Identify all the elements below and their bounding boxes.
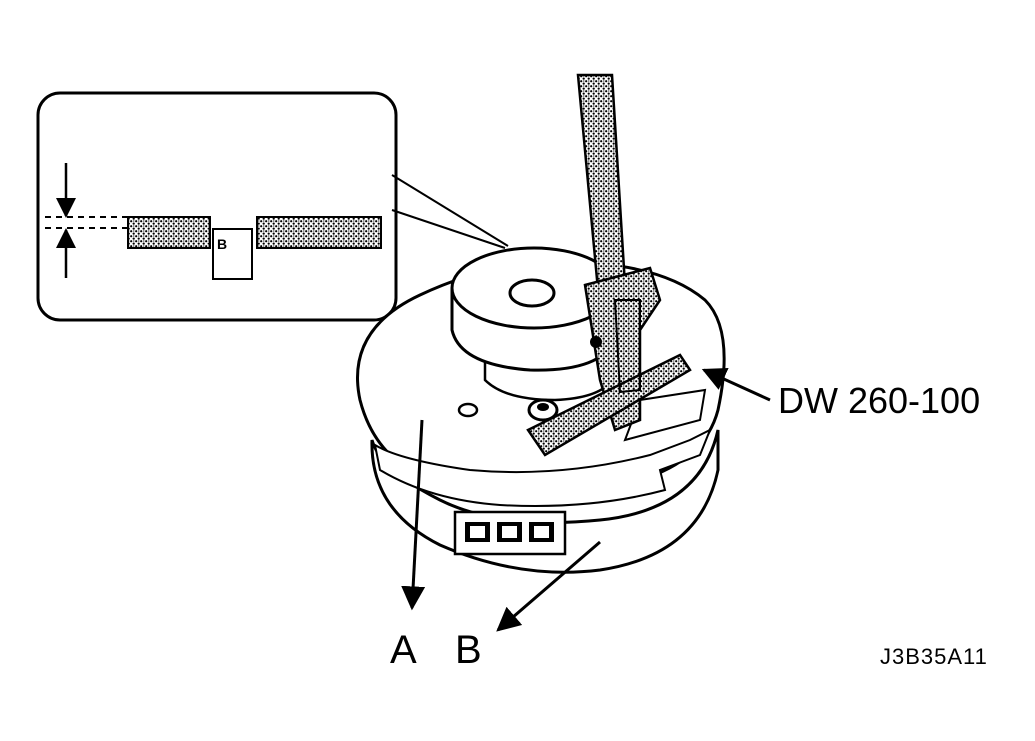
inset-part-b: [212, 228, 253, 280]
part-b-pointer-arrow: [496, 540, 601, 632]
hub-center-hole: [508, 278, 556, 308]
housing-step-band: [373, 427, 712, 507]
gauge-surface-left: [127, 216, 211, 249]
gauge-slot: [623, 388, 707, 442]
disc-small-hole: [457, 402, 479, 418]
figure-code: J3B35A11: [880, 644, 988, 669]
gauge-tool-blade: [526, 353, 692, 457]
gauge-surface-right: [256, 216, 382, 249]
part-a-label: A: [390, 628, 417, 672]
gauge-tool: [526, 73, 692, 457]
inset-leader-bottom: [391, 209, 506, 249]
tool-pointer-arrow: [701, 368, 771, 402]
inset-frame: [36, 91, 398, 322]
housing-assembly: [356, 246, 726, 574]
inset-leader-top: [391, 174, 509, 247]
part-b-label: B: [455, 628, 482, 672]
connector-slots: [453, 510, 567, 556]
part-a-pointer-arrow: [401, 419, 426, 611]
tool-label: DW 260-100: [778, 380, 981, 421]
inset-part-b-label: B: [217, 236, 227, 252]
detail-inset: B: [36, 91, 509, 322]
